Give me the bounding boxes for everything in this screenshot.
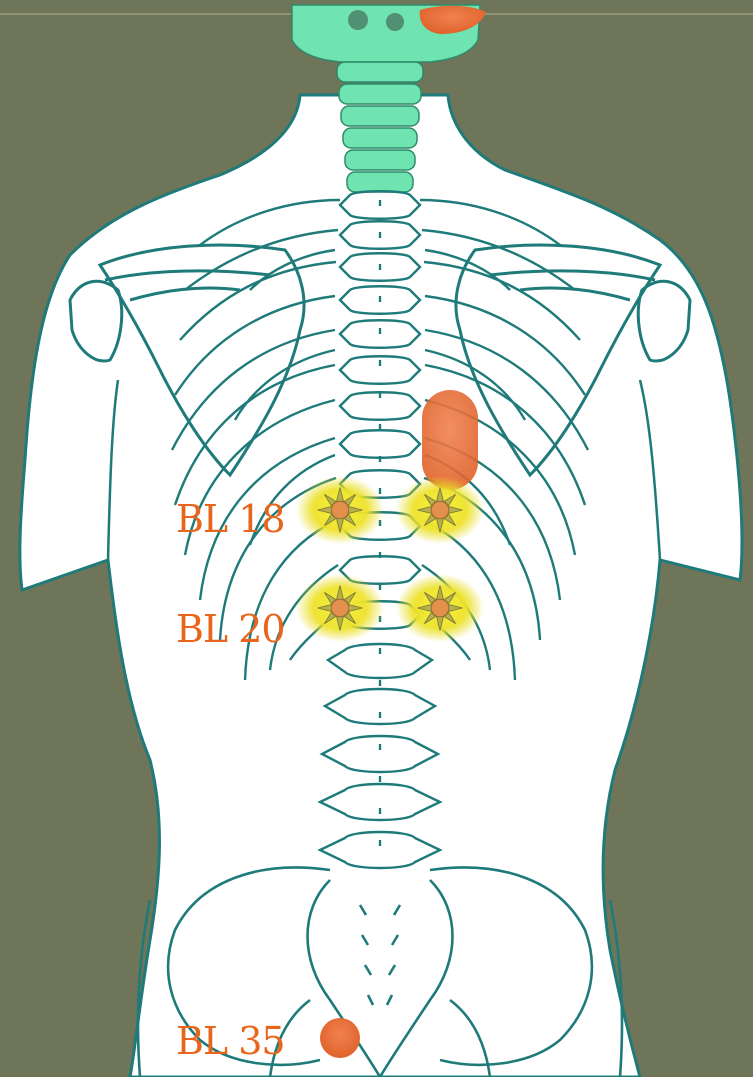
acupoint-bl18-right [396,476,484,544]
acupoint-bl18-left [296,476,384,544]
acupoint-bl20-right [396,574,484,642]
acupoint-bl35-dot [320,1018,360,1058]
acupoint-bl20-left [296,574,384,642]
acupoint-label-bl35: BL 35 [176,1022,285,1060]
pain-area-thoracic [422,390,478,490]
acupoint-label-bl18: BL 18 [176,500,285,538]
acupoint-label-bl20: BL 20 [176,610,285,648]
